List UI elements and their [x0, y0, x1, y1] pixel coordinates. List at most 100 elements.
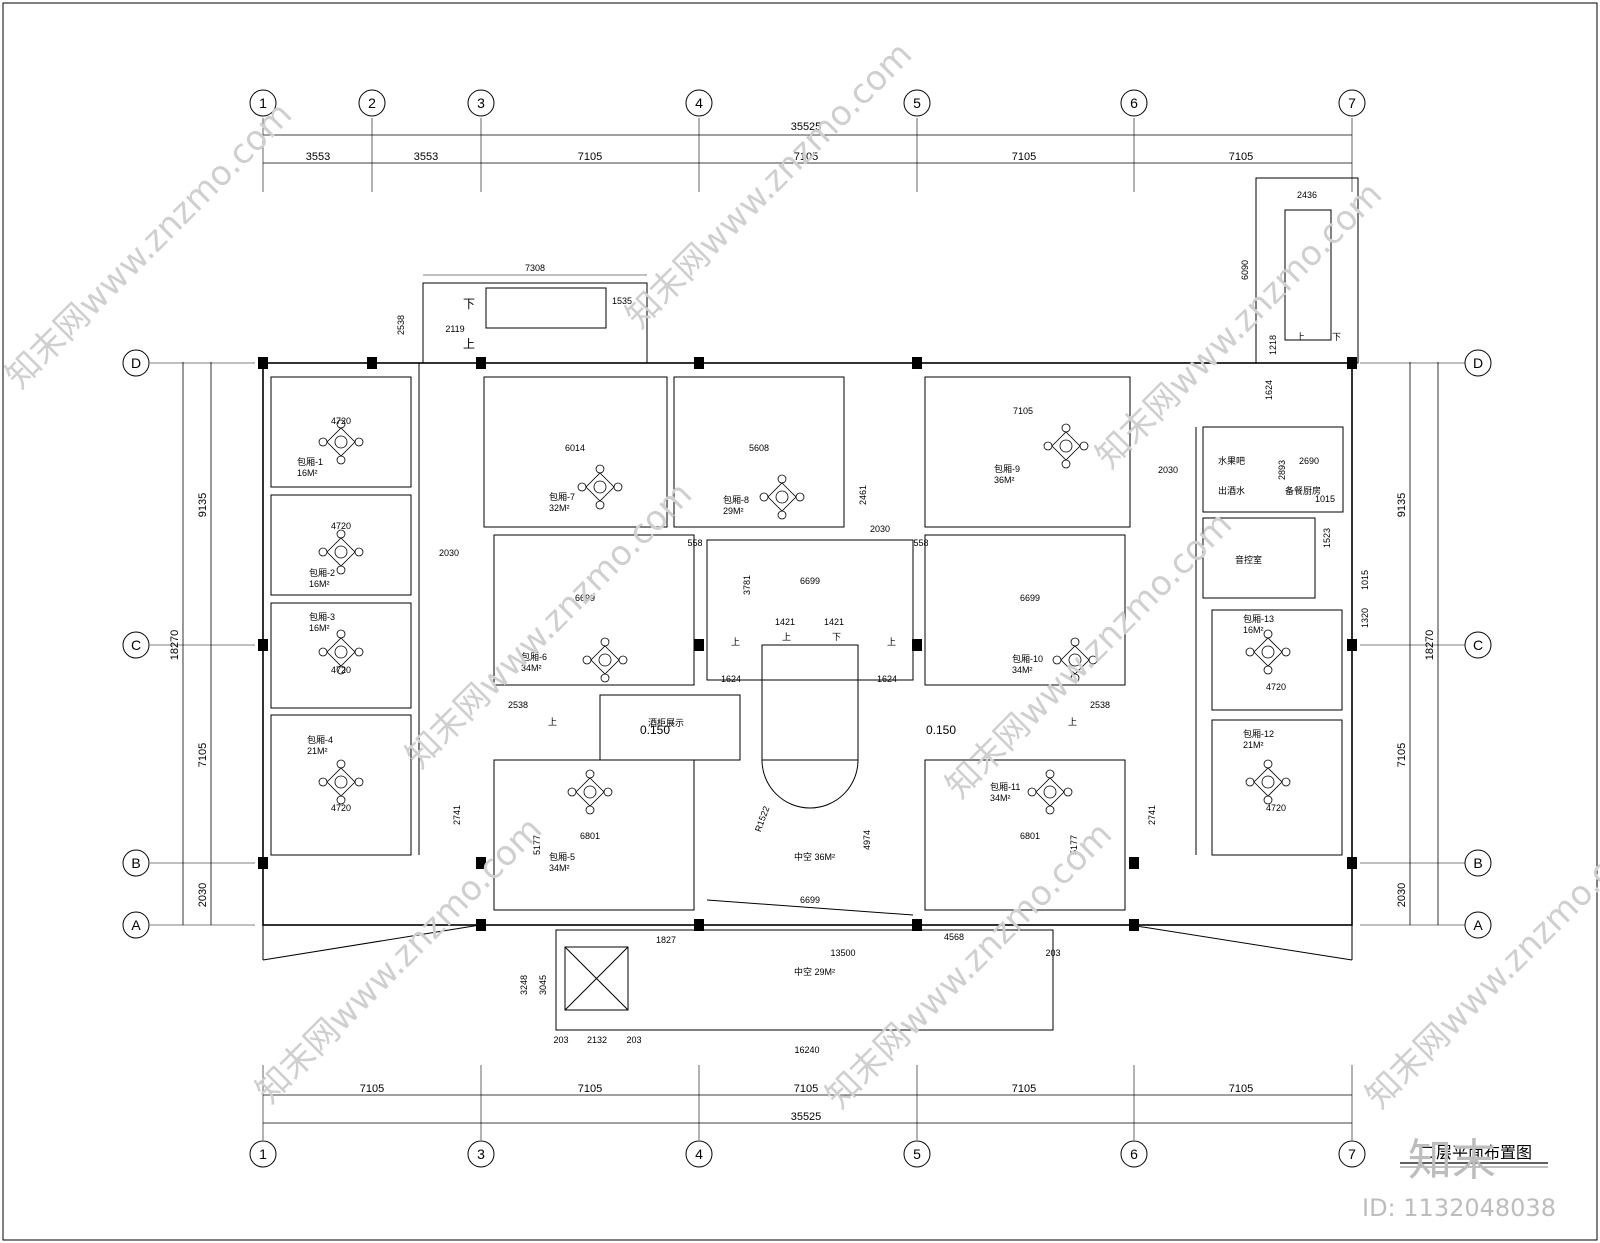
right-canopy-slope: [1129, 924, 1353, 961]
room-name-3: 包厢-3: [309, 611, 335, 622]
bottom-bay-dim-2: 7105: [578, 1083, 602, 1095]
axis-label-bottom-2: 3: [477, 1146, 485, 1162]
axis-bubble-top-2: 2: [358, 89, 386, 117]
dim-2741-right: 2741: [1147, 805, 1157, 825]
prep-kitchen-label: 备餐厨房: [1285, 485, 1321, 496]
watermark-site-2: 知末网www.znzmo.com: [618, 34, 920, 336]
drawing-title-block: 二层平面布置图: [1400, 1144, 1548, 1168]
central-stair-curve: [761, 759, 859, 809]
axis-label-top-1: 1: [259, 95, 267, 111]
dim-2893: 2893: [1277, 460, 1287, 480]
bottom-overall-dim: 35525: [791, 1111, 822, 1123]
void-bottom-label: 中空 29M²: [794, 966, 835, 977]
axis-bubble-right-A: A: [1464, 911, 1492, 939]
room-area-13: 16M²: [1243, 625, 1264, 635]
dim-16240: 16240: [794, 1045, 819, 1055]
hall-up-left-label: 上: [731, 637, 740, 647]
bottom-bay-dim-3: 7105: [794, 1083, 818, 1095]
dining-table-13: [1245, 759, 1291, 805]
top-bay-dim-4: 7105: [794, 151, 818, 163]
top-bay-dim-1: 3553: [306, 151, 330, 163]
room-name-5: 包厢-5: [549, 851, 575, 862]
axis-label-row-B: B: [1473, 855, 1482, 871]
room-area-11: 34M²: [990, 793, 1011, 803]
column-15: [476, 919, 486, 931]
room-outline-9: [924, 376, 1131, 528]
axis-bubble-top-4: 4: [685, 89, 713, 117]
column-13: [1129, 857, 1139, 869]
room-area-8: 29M²: [723, 506, 744, 516]
axis-bubble-bottom-6: 7: [1338, 1140, 1366, 1168]
column-16: [694, 919, 704, 931]
axis-bubble-left-A: A: [122, 911, 150, 939]
room-area-10: 34M²: [1012, 665, 1033, 675]
top-bay-dim-3: 7105: [578, 151, 602, 163]
axis-label-top-3: 3: [477, 95, 485, 111]
column-11: [258, 857, 268, 869]
right-upper-dim: 9135: [1396, 493, 1408, 517]
column-3: [476, 357, 486, 369]
axis-label-bottom-5: 6: [1130, 1146, 1138, 1162]
top-stair-treads: [485, 287, 607, 329]
dining-table-5: [567, 769, 613, 815]
room-name-6: 包厢-6: [521, 651, 547, 662]
right-stair-block: [1255, 177, 1359, 364]
column-7: [258, 639, 268, 651]
dining-table-3: [318, 629, 364, 675]
room-name-11: 包厢-11: [990, 781, 1020, 792]
column-10: [1347, 639, 1357, 651]
dim-5177-left: 5177: [532, 835, 542, 855]
dining-table-12: [1245, 629, 1291, 675]
axis-label-row-B: B: [131, 855, 140, 871]
dim-4974: 4974: [862, 830, 872, 850]
axis-label-bottom-3: 4: [695, 1146, 703, 1162]
grid-lines: [150, 118, 1465, 1140]
dim-r1522: R1522: [753, 805, 771, 833]
elevator-shaft: [564, 946, 629, 1011]
column-1: [258, 357, 268, 369]
dining-table-9: [1043, 423, 1089, 469]
dim-2690: 2690: [1299, 456, 1319, 466]
dim-4720-r4: 4720: [331, 803, 351, 813]
dim-4568: 4568: [944, 932, 964, 942]
dining-table-1: [318, 419, 364, 465]
room-area-4: 21M²: [307, 746, 328, 756]
dim-1827: 1827: [656, 935, 676, 945]
dim-1218: 1218: [1268, 335, 1278, 355]
dim-6699-r6: 6699: [575, 593, 595, 603]
dim-203-b: 203: [626, 1035, 641, 1045]
dim-4720-r1: 4720: [331, 416, 351, 426]
dim-558-left: 558: [687, 538, 702, 548]
room-area-12: 21M²: [1243, 740, 1264, 750]
dim-1624-right: 1624: [1264, 380, 1274, 400]
drawing-title: 二层平面布置图: [1420, 1144, 1532, 1162]
watermark-logo: 知末: [1408, 1135, 1496, 1186]
dining-table-7: [577, 464, 623, 510]
right-middle-dim: 7105: [1396, 743, 1408, 767]
structural-columns: [258, 357, 1357, 931]
room-outline-11: [924, 759, 1126, 911]
void-edge: [706, 899, 914, 916]
dim-1015-a: 1015: [1315, 494, 1335, 504]
dim-5608: 5608: [749, 443, 769, 453]
column-4: [694, 357, 704, 369]
axis-bubble-left-B: B: [122, 849, 150, 877]
room-outline-1: [270, 376, 412, 488]
dim-6699-r10: 6699: [1020, 593, 1040, 603]
room-outline-4: [270, 714, 412, 856]
axis-bubble-right-D: D: [1464, 349, 1492, 377]
dim-1015-b: 1015: [1360, 570, 1370, 590]
dim-6699-void: 6699: [800, 895, 820, 905]
room-name-2: 包厢-2: [309, 567, 335, 578]
dim-1535: 1535: [612, 296, 632, 306]
audio-room-label: 音控室: [1235, 554, 1262, 565]
left-lower-dim: 2030: [197, 883, 209, 907]
dim-4720-r3: 4720: [331, 665, 351, 675]
dim-203-c: 203: [1045, 948, 1060, 958]
axis-label-top-2: 2: [368, 95, 376, 111]
central-stair-up-label: 上: [782, 632, 791, 642]
axis-bubble-bottom-2: 3: [467, 1140, 495, 1168]
dim-2436: 2436: [1297, 190, 1317, 200]
top-dimension-chain: 35525 3553 3553 7105 7105 7105 7105: [263, 121, 1352, 164]
